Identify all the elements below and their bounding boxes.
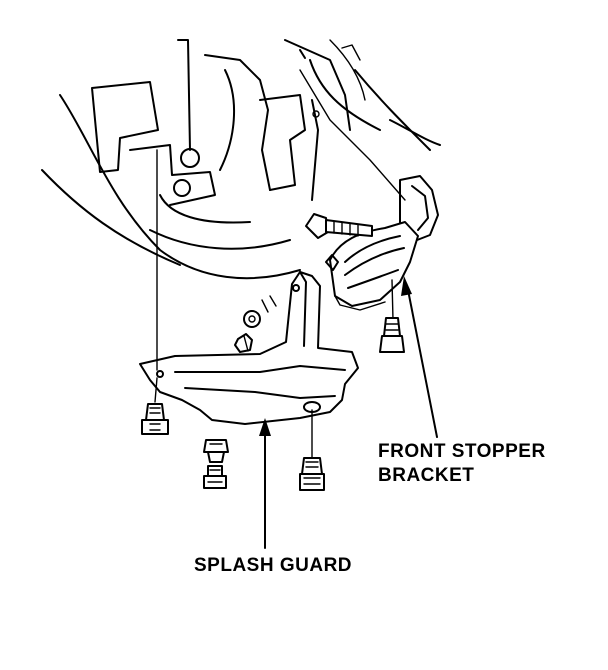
front-stopper-bracket-label-line2: BRACKET [378,465,475,486]
splash-guard-leader [259,418,271,549]
front-stopper-bracket-label-line1: FRONT STOPPER [378,441,546,462]
engine-frame-structure [41,39,441,280]
front-stopper-bracket [325,175,439,311]
splash-guard-label: SPLASH GUARD [194,555,353,576]
front-stopper-bracket-leader [401,276,438,438]
front-stopper-bracket-label: FRONT STOPPER BRACKET [378,440,546,488]
bolt-bottom-center-lower [203,465,227,489]
bolt-left [141,403,169,435]
bracket-through-bolt [305,213,373,239]
bolt-bottom-right [299,457,325,491]
bolt-bottom-center-upper [203,439,229,463]
bolt-top-center [234,310,261,353]
bolt-right-bracket [379,317,405,353]
alignment-lines [154,69,406,461]
